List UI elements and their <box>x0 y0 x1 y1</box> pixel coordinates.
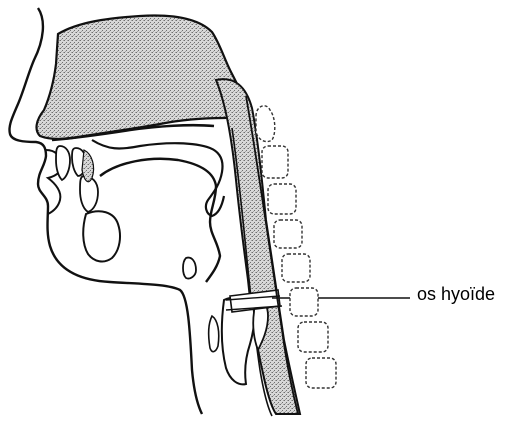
soft-palate <box>92 140 224 216</box>
vertebra-c5 <box>282 254 310 282</box>
vertebra-c6 <box>290 288 318 316</box>
upper-incisors <box>56 146 86 180</box>
thyroid-cartilage <box>209 316 219 352</box>
small-ring <box>183 258 196 279</box>
vertebra-c7 <box>298 322 328 352</box>
vertebra-t1 <box>306 358 336 388</box>
epiglottis-fold <box>82 150 94 182</box>
hyoid-label: os hyoïde <box>417 285 495 303</box>
mandible <box>83 211 120 261</box>
vertebra-c2 <box>262 146 288 178</box>
vertebra-c3 <box>268 184 296 214</box>
vertebra-c4 <box>274 220 302 248</box>
tongue <box>100 159 220 282</box>
vertebra-c1 <box>256 106 275 142</box>
nasal-cavity <box>37 16 246 139</box>
